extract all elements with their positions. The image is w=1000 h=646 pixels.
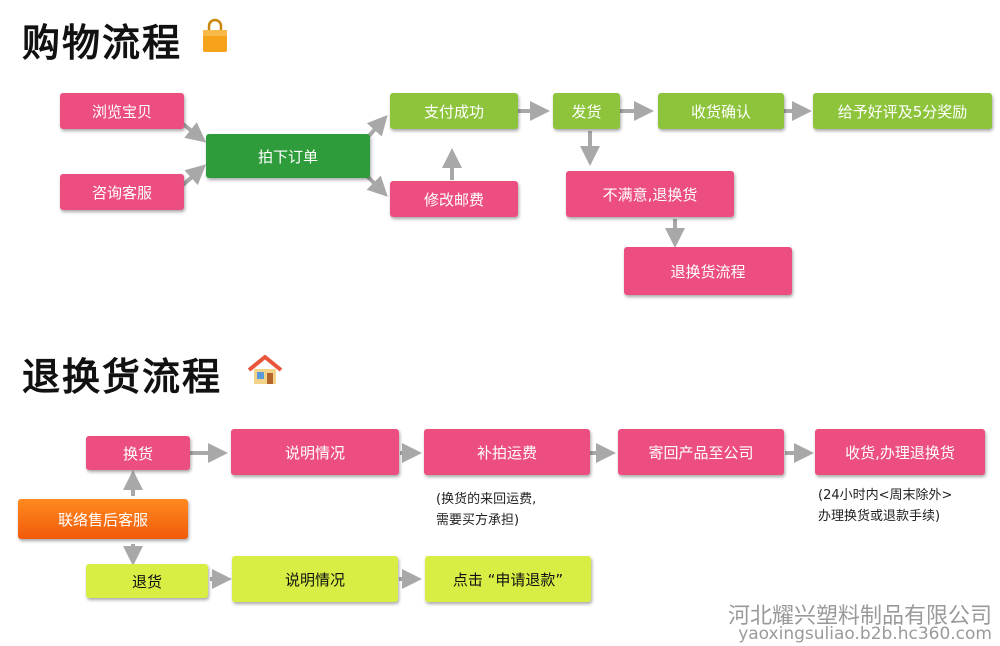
node-consult: 咨询客服 <box>60 174 184 210</box>
return-flow-title-text: 退换货流程 <box>22 355 223 399</box>
shopping-flow-title: 购物流程 <box>22 12 182 67</box>
house-icon <box>247 355 283 384</box>
node-browse: 浏览宝贝 <box>60 93 184 129</box>
node-refund: 退货 <box>86 564 208 598</box>
return-flow-title: 退换货流程 <box>22 346 222 401</box>
note-time-line2: 办理换货或退款手续) <box>818 509 941 524</box>
shopping-bag-icon <box>203 18 227 52</box>
watermark-company: 河北耀兴塑料制品有限公司 <box>727 604 992 629</box>
node-contact-after-sales: 联络售后客服 <box>18 499 188 539</box>
note-time-line1: (24小时内<周末除外> <box>818 488 953 503</box>
node-payment-success: 支付成功 <box>390 93 518 129</box>
node-explain-situation-refund: 说明情况 <box>232 556 398 602</box>
watermark-url: yaoxingsuliao.b2b.hc360.com <box>738 624 992 644</box>
node-return-flow: 退换货流程 <box>624 247 792 295</box>
node-explain-situation: 说明情况 <box>231 429 399 475</box>
node-send-back: 寄回产品至公司 <box>618 429 784 475</box>
note-shipping-line1: (换货的来回运费, <box>436 492 537 507</box>
shopping-flow-title-text: 购物流程 <box>22 21 183 65</box>
node-confirm-receipt: 收货确认 <box>658 93 784 129</box>
note-shipping-line2: 需要买方承担) <box>436 513 520 528</box>
note-shipping-cost: (换货的来回运费, 需要买方承担) <box>436 489 536 531</box>
node-receive-process: 收货,办理退换货 <box>815 429 985 475</box>
node-unsatisfied-return: 不满意,退换货 <box>566 171 734 217</box>
node-exchange: 换货 <box>86 436 190 470</box>
node-positive-review: 给予好评及5分奖励 <box>813 93 992 129</box>
node-place-order: 拍下订单 <box>206 134 370 178</box>
note-processing-time: (24小时内<周末除外> 办理换货或退款手续) <box>818 485 952 527</box>
node-modify-shipping: 修改邮费 <box>390 181 518 217</box>
node-ship: 发货 <box>553 93 620 129</box>
node-apply-refund: 点击 “申请退款” <box>425 556 591 602</box>
node-pay-shipping: 补拍运费 <box>424 429 590 475</box>
